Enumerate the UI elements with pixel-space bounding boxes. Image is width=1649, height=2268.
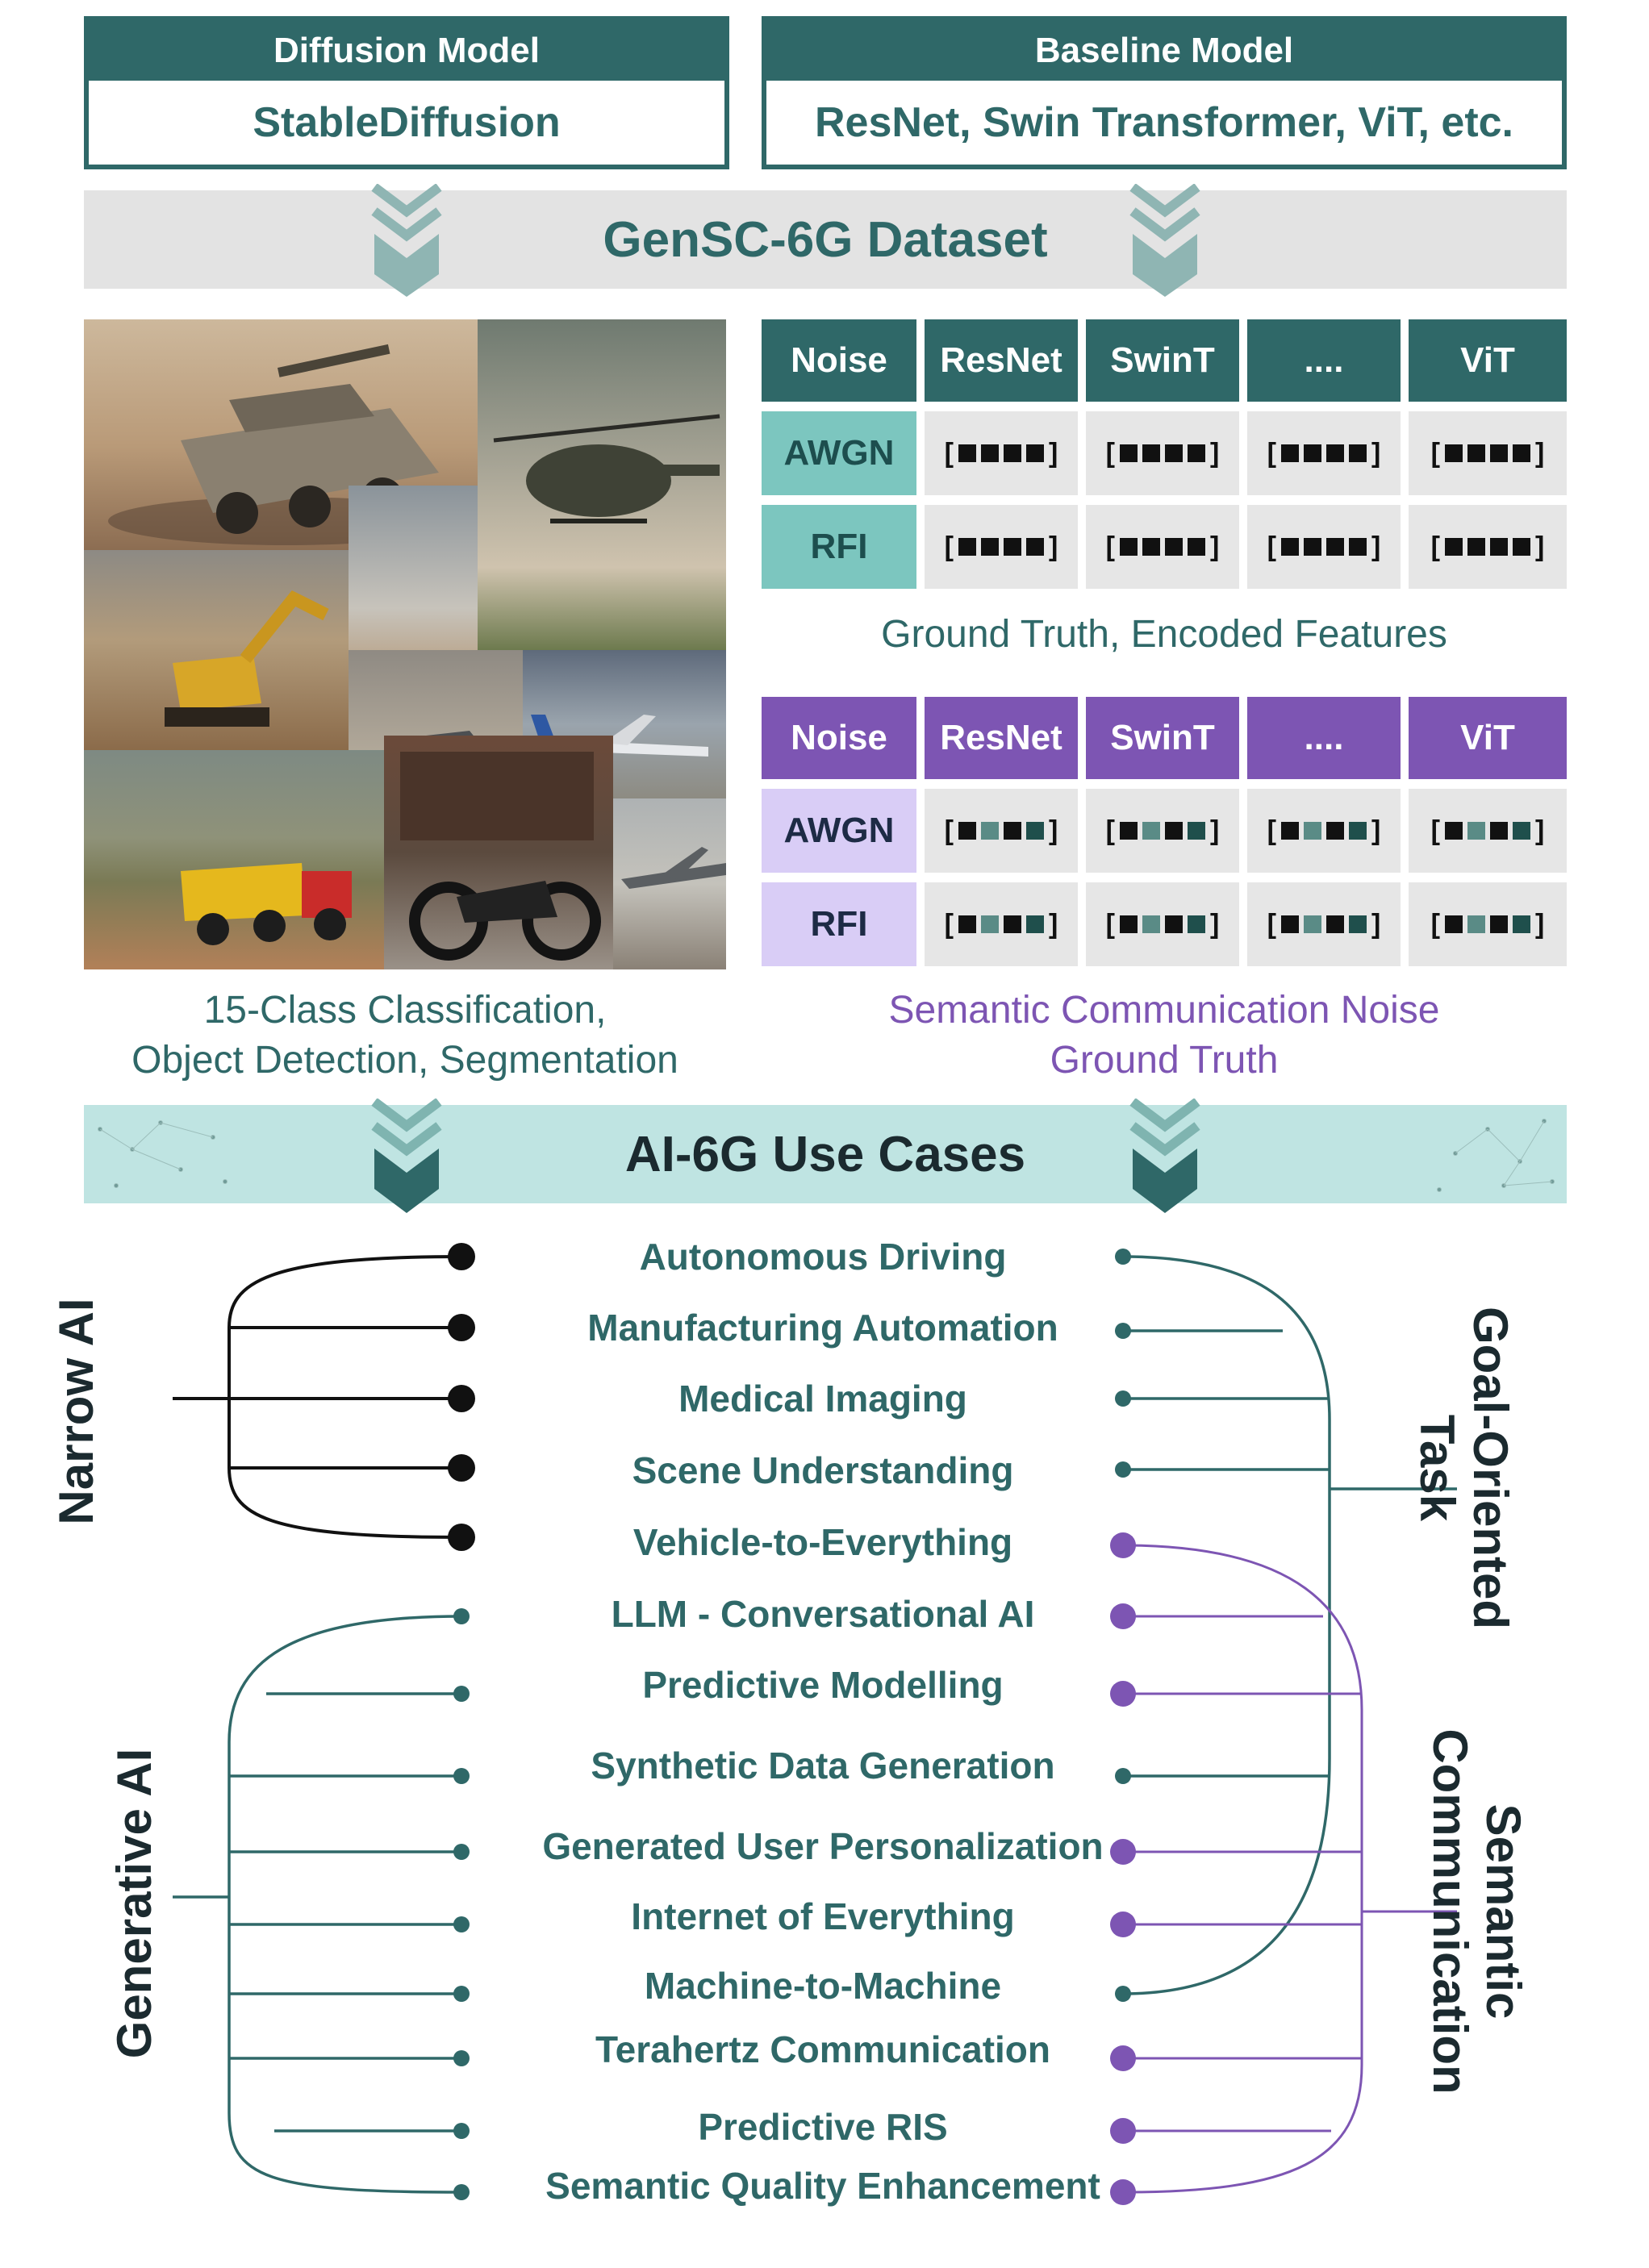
image-caption-line2: Object Detection, Segmentation xyxy=(132,1039,678,1082)
baseline-model-header: Baseline Model xyxy=(766,21,1562,81)
goal-oriented-label-line2: Task xyxy=(1410,1414,1464,1522)
narrow-ai-bracket xyxy=(173,1255,462,1539)
feature-cell: [] xyxy=(1409,505,1567,589)
usecases-banner-title: AI-6G Use Cases xyxy=(624,1126,1026,1182)
use-case-item: Medical Imaging xyxy=(678,1378,967,1420)
feature-cell: [] xyxy=(1247,505,1401,589)
noisy-feature-cell: [] xyxy=(1409,882,1567,966)
use-case-item: Semantic Quality Enhancement xyxy=(545,2165,1100,2207)
noise-caption-line2: Ground Truth xyxy=(1050,1039,1279,1082)
table-header-cell: .... xyxy=(1247,697,1401,779)
semantic-comm-label: Semantic Communication xyxy=(1417,1710,1530,2113)
image-excavator xyxy=(84,550,349,750)
use-case-item: LLM - Conversational AI xyxy=(611,1593,1035,1635)
image-caption: 15-Class Classification, Object Detectio… xyxy=(84,986,726,1086)
diffusion-model-value: StableDiffusion xyxy=(253,99,561,146)
semantic-comm-label-line1: Semantic xyxy=(1476,1803,1530,2020)
feature-cell: [] xyxy=(1086,411,1239,495)
semantic-comm-label-line2: Communication xyxy=(1423,1728,1477,2095)
image-caption-line1: 15-Class Classification, xyxy=(203,989,607,1032)
noisy-feature-cell: [] xyxy=(1247,789,1401,873)
chevron-down-icon xyxy=(1129,184,1200,297)
semantic-comm-nodes xyxy=(1110,1532,1136,2205)
table-header-cell: SwinT xyxy=(1086,319,1239,402)
table-header-cell: Noise xyxy=(762,697,916,779)
use-case-item: Machine-to-Machine xyxy=(644,1965,1002,2007)
noise-row-label: AWGN xyxy=(762,411,916,495)
semantic-comm-bracket xyxy=(1122,1544,1457,2194)
noisy-feature-cell: [] xyxy=(1409,789,1567,873)
noisy-feature-cell: [] xyxy=(1086,882,1239,966)
table-header-cell: ResNet xyxy=(925,319,1078,402)
use-case-item: Terahertz Communication xyxy=(595,2028,1050,2070)
noise-caption: Semantic Communication Noise Ground Trut… xyxy=(762,986,1567,1086)
use-case-item: Synthetic Data Generation xyxy=(591,1745,1055,1786)
image-dump-truck xyxy=(84,750,384,969)
feature-cell: [] xyxy=(1086,505,1239,589)
chevron-down-icon xyxy=(1129,1099,1200,1213)
table-header-cell: .... xyxy=(1247,319,1401,402)
generative-ai-label: Generative AI xyxy=(107,1748,161,2059)
feature-cell: [] xyxy=(1247,411,1401,495)
use-case-item: Predictive Modelling xyxy=(642,1664,1004,1706)
use-case-item: Internet of Everything xyxy=(631,1895,1015,1937)
feature-cell: [] xyxy=(925,505,1078,589)
dataset-banner-title: GenSC-6G Dataset xyxy=(603,211,1048,268)
goal-oriented-label: Goal-Oriented Task xyxy=(1404,1290,1517,1645)
chevron-down-icon xyxy=(371,1099,442,1213)
image-fighter-jet xyxy=(613,798,726,969)
noise-row-label: RFI xyxy=(762,505,916,589)
diffusion-model-header: Diffusion Model xyxy=(89,21,724,81)
network-dots-decoration xyxy=(98,1119,1555,1192)
goal-oriented-bracket xyxy=(1122,1255,1457,1995)
use-case-item: Manufacturing Automation xyxy=(587,1307,1058,1349)
feature-cell: [] xyxy=(1409,411,1567,495)
ground-truth-caption: Ground Truth, Encoded Features xyxy=(881,613,1447,656)
use-case-item: Scene Understanding xyxy=(632,1449,1014,1491)
image-helicopter xyxy=(478,319,726,650)
use-case-item: Autonomous Driving xyxy=(639,1236,1007,1278)
noisy-feature-cell: [] xyxy=(925,882,1078,966)
use-case-item: Vehicle-to-Everything xyxy=(632,1521,1013,1563)
image-motorcycle xyxy=(384,736,613,969)
table-header-cell: Noise xyxy=(762,319,916,402)
baseline-model-value: ResNet, Swin Transformer, ViT, etc. xyxy=(814,99,1514,146)
generative-ai-bracket xyxy=(173,1615,462,2194)
goal-oriented-nodes xyxy=(1115,1249,1131,2002)
generated-image-collage xyxy=(84,319,726,969)
dataset-banner: GenSC-6G Dataset xyxy=(84,190,1567,289)
noise-row-label: AWGN xyxy=(762,789,916,873)
noisy-feature-cell: [] xyxy=(1247,882,1401,966)
goal-oriented-label-line1: Goal-Oriented xyxy=(1463,1306,1517,1630)
chevron-down-icon xyxy=(371,184,442,297)
narrow-ai-label: Narrow AI xyxy=(49,1298,103,1525)
usecases-banner: AI-6G Use Cases xyxy=(84,1105,1567,1203)
narrow-ai-nodes xyxy=(448,1243,475,1551)
use-case-item: Generated User Personalization xyxy=(542,1825,1104,1867)
noisy-feature-cell: [] xyxy=(925,789,1078,873)
table-header-cell: ViT xyxy=(1409,319,1567,402)
noisy-feature-cell: [] xyxy=(1086,789,1239,873)
baseline-model-box: Baseline Model ResNet, Swin Transformer,… xyxy=(762,16,1567,169)
table-header-cell: SwinT xyxy=(1086,697,1239,779)
diffusion-model-box: Diffusion Model StableDiffusion xyxy=(84,16,729,169)
noise-row-label: RFI xyxy=(762,882,916,966)
use-case-item: Predictive RIS xyxy=(698,2106,948,2148)
feature-cell: [] xyxy=(925,411,1078,495)
table-header-cell: ResNet xyxy=(925,697,1078,779)
noise-caption-line1: Semantic Communication Noise xyxy=(888,989,1440,1032)
generative-ai-nodes xyxy=(453,1608,470,2200)
table-header-cell: ViT xyxy=(1409,697,1567,779)
